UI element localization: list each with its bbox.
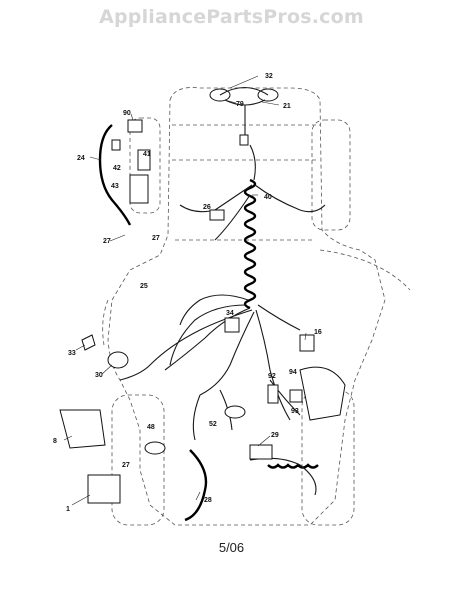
- callout-21: 21: [283, 103, 291, 110]
- callout-33: 33: [68, 350, 76, 357]
- component-parts: [59, 119, 346, 504]
- callout-26: 26: [203, 204, 211, 211]
- callout-48: 48: [147, 424, 155, 431]
- part-52: [224, 405, 246, 419]
- part-90: [127, 119, 143, 133]
- part-16: [299, 334, 315, 352]
- part-43: [129, 174, 149, 204]
- headlight-assembly: [209, 86, 279, 146]
- callout-30: 30: [95, 372, 103, 379]
- callout-40: 40: [264, 194, 272, 201]
- coiled-wire-harness: [243, 178, 257, 310]
- cable-28: [184, 449, 208, 522]
- callout-25: 25: [140, 283, 148, 290]
- callout-92: 92: [268, 373, 276, 380]
- battery-tray-8: [59, 409, 106, 449]
- part-48: [144, 441, 166, 455]
- callout-34: 34: [226, 310, 234, 317]
- part-34: [224, 317, 240, 333]
- callout-94: 94: [289, 369, 297, 376]
- callout-93: 93: [291, 408, 299, 415]
- callout-43: 43: [111, 183, 119, 190]
- battery-1: [87, 474, 121, 504]
- part-41: [137, 149, 151, 171]
- callout-numbers: 32 79 21 90 41 24 42 43 40 26 27 27 25 3…: [53, 73, 322, 513]
- part-92: [267, 384, 279, 404]
- callout-28: 28: [204, 497, 212, 504]
- callout-29: 29: [271, 432, 279, 439]
- part-93: [299, 366, 346, 421]
- part-94: [289, 389, 303, 403]
- leader-lines: [63, 75, 307, 506]
- callout-79: 79: [236, 101, 244, 108]
- callout-90: 90: [123, 110, 131, 117]
- watermark-header: AppliancePartsPros.com: [99, 6, 364, 28]
- callout-24: 24: [77, 155, 85, 162]
- part-29: [249, 444, 273, 460]
- callout-42: 42: [113, 165, 121, 172]
- harness-24: [98, 124, 132, 226]
- part-33: [81, 334, 96, 351]
- part-42: [111, 139, 121, 151]
- callout-41: 41: [143, 151, 151, 158]
- coil-29: [267, 463, 319, 469]
- callout-8: 8: [53, 438, 57, 445]
- callout-27-lower: 27: [122, 462, 130, 469]
- callout-27-left: 27: [103, 238, 111, 245]
- page-date-footer: 5/06: [218, 540, 245, 555]
- callout-16: 16: [314, 329, 322, 336]
- part-26: [209, 209, 225, 221]
- callout-32: 32: [265, 73, 273, 80]
- callout-52: 52: [209, 421, 217, 428]
- callout-27-mid: 27: [152, 235, 160, 242]
- main-harness-wires: [119, 144, 326, 441]
- part-30: [107, 351, 129, 369]
- callout-1: 1: [66, 506, 70, 513]
